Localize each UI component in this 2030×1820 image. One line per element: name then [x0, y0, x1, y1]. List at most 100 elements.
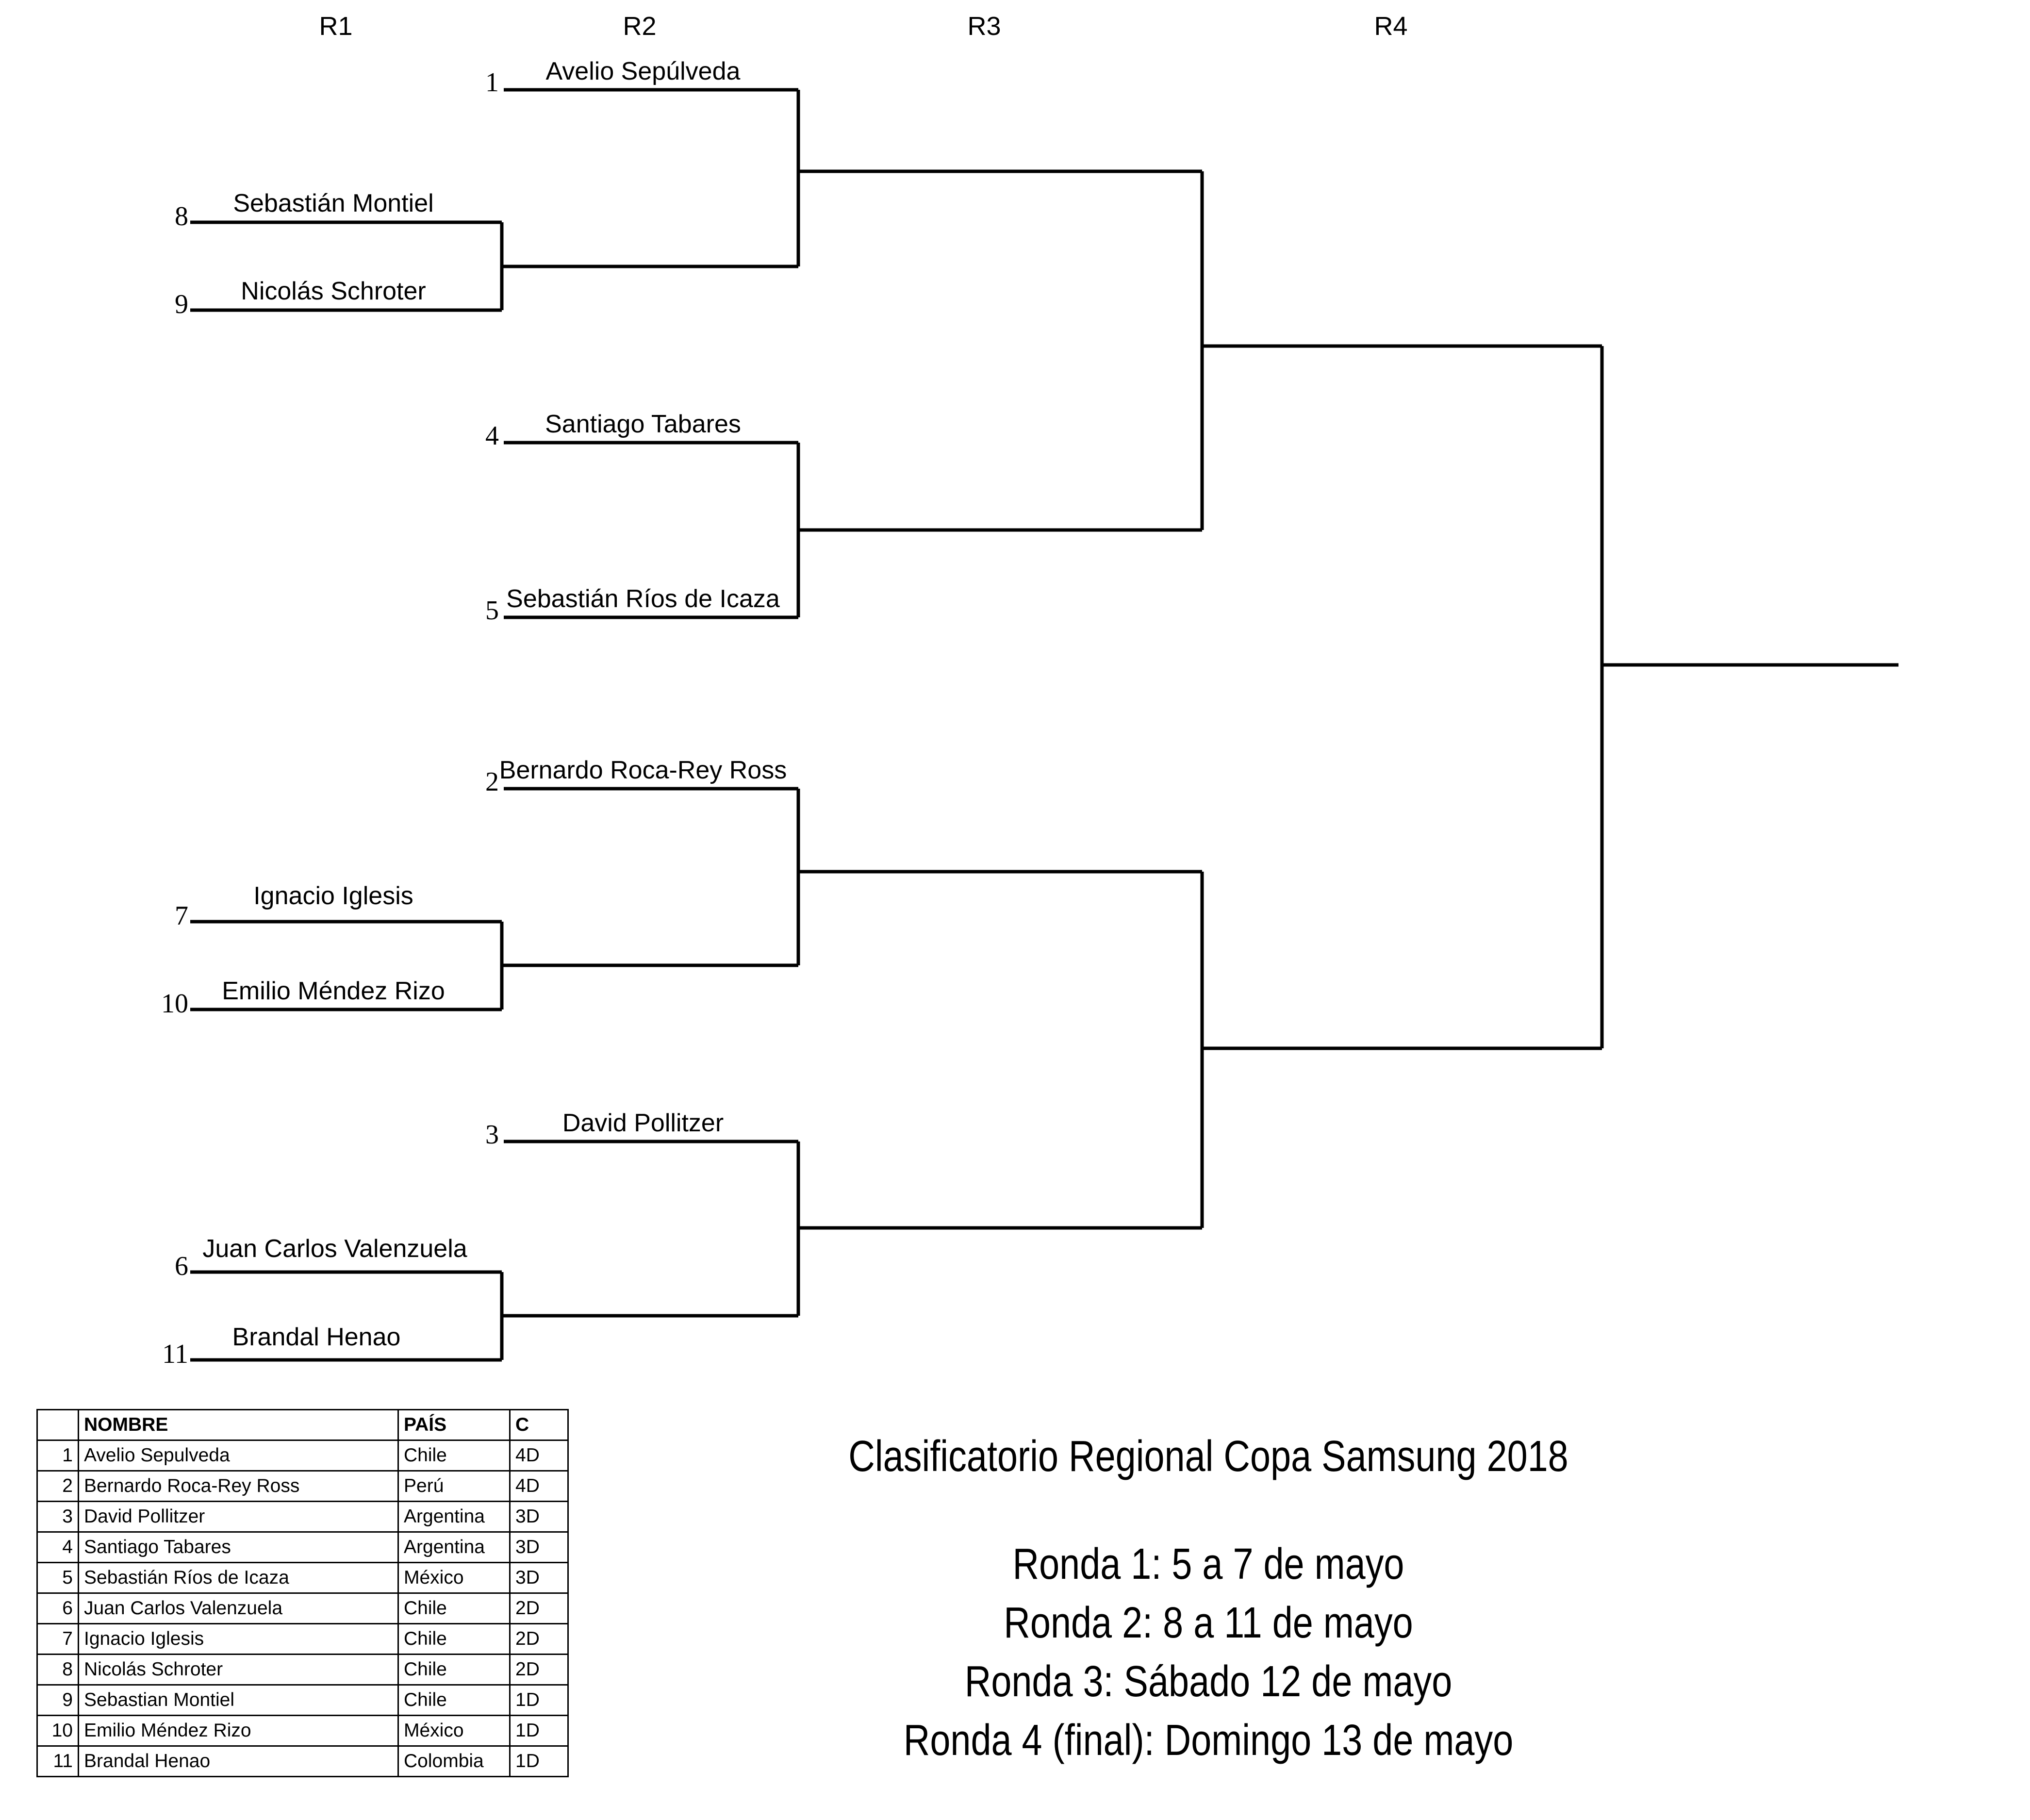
- country-cell: Chile: [397, 1654, 511, 1686]
- seed-cell: 7: [36, 1623, 79, 1655]
- table-row: 7 Ignacio Iglesis Chile 2D: [36, 1623, 569, 1655]
- name-cell: Sebastian Montiel: [78, 1684, 399, 1716]
- country-cell: México: [397, 1715, 511, 1747]
- name-cell: Bernardo Roca-Rey Ross: [78, 1470, 399, 1502]
- seed-cell: 4: [36, 1531, 79, 1563]
- bracket-connector-r2-c: [796, 789, 1202, 965]
- round-label-r2: R2: [623, 12, 656, 41]
- name-cell: Juan Carlos Valenzuela: [78, 1592, 399, 1624]
- seed-number: 8: [175, 201, 188, 232]
- round-label-r3: R3: [967, 12, 1001, 41]
- name-cell: Brandal Henao: [78, 1745, 399, 1777]
- player-name: Bernardo Roca-Rey Ross: [499, 756, 787, 784]
- table-row: 9 Sebastian Montiel Chile 1D: [36, 1684, 569, 1716]
- tournament-info: Clasificatorio Regional Copa Samsung 201…: [757, 1432, 1660, 1770]
- category-cell: 2D: [509, 1654, 569, 1686]
- category-cell: 3D: [509, 1562, 569, 1594]
- seed-number: 10: [161, 989, 188, 1019]
- name-cell: Nicolás Schroter: [78, 1654, 399, 1686]
- seed-table: NOMBRE PAÍS C 1 Avelio Sepulveda Chile 4…: [36, 1409, 569, 1777]
- table-header-cell: NOMBRE: [78, 1409, 399, 1441]
- seed-number: 9: [175, 289, 188, 319]
- table-row: 4 Santiago Tabares Argentina 3D: [36, 1531, 569, 1563]
- name-cell: Santiago Tabares: [78, 1531, 399, 1563]
- seed-number: 2: [485, 767, 499, 797]
- player-name: David Pollitzer: [562, 1109, 724, 1137]
- category-cell: 1D: [509, 1684, 569, 1716]
- player-name: Nicolás Schroter: [241, 277, 426, 305]
- round-schedule: Ronda 1: 5 a 7 de mayo Ronda 2: 8 a 11 d…: [757, 1535, 1660, 1770]
- player-name: Ignacio Iglesis: [253, 882, 413, 910]
- player-name: Avelio Sepúlveda: [546, 57, 741, 85]
- player-name: Brandal Henao: [232, 1323, 401, 1351]
- player-name: Emilio Méndez Rizo: [222, 977, 445, 1005]
- seed-cell: 8: [36, 1654, 79, 1686]
- seed-cell: 6: [36, 1592, 79, 1624]
- seed-number: 4: [485, 421, 499, 451]
- category-cell: 2D: [509, 1592, 569, 1624]
- bracket-connector-r1-b: [500, 922, 798, 1009]
- player-name: Juan Carlos Valenzuela: [202, 1235, 467, 1263]
- schedule-line-round-1: Ronda 1: 5 a 7 de mayo: [1012, 1540, 1404, 1588]
- category-cell: 4D: [509, 1439, 569, 1472]
- seed-cell: 3: [36, 1501, 79, 1533]
- player-name: Sebastián Montiel: [233, 189, 433, 217]
- schedule-line-round-2: Ronda 2: 8 a 11 de mayo: [1004, 1599, 1413, 1647]
- schedule-line-round-4: Ronda 4 (final): Domingo 13 de mayo: [903, 1716, 1514, 1765]
- country-cell: Chile: [397, 1684, 511, 1716]
- name-cell: Ignacio Iglesis: [78, 1623, 399, 1655]
- country-cell: Chile: [397, 1623, 511, 1655]
- seed-cell: 5: [36, 1562, 79, 1594]
- round-label-r1: R1: [319, 12, 352, 41]
- table-header-row: NOMBRE PAÍS C: [36, 1409, 569, 1441]
- category-cell: 1D: [509, 1715, 569, 1747]
- category-cell: 3D: [509, 1531, 569, 1563]
- table-header-cell: [36, 1409, 79, 1441]
- bracket-connector-r2-d: [796, 1142, 1202, 1316]
- name-cell: Sebastián Ríos de Icaza: [78, 1562, 399, 1594]
- table-header-cell: C: [509, 1409, 569, 1441]
- category-cell: 1D: [509, 1745, 569, 1777]
- table-row: 11 Brandal Henao Colombia 1D: [36, 1745, 569, 1777]
- bracket-connector-r1-a: [500, 222, 798, 310]
- player-name: Santiago Tabares: [545, 410, 741, 438]
- country-cell: Colombia: [397, 1745, 511, 1777]
- table-row: 1 Avelio Sepulveda Chile 4D: [36, 1439, 569, 1472]
- category-cell: 4D: [509, 1470, 569, 1502]
- seed-number: 1: [485, 67, 499, 98]
- country-cell: Perú: [397, 1470, 511, 1502]
- name-cell: Emilio Méndez Rizo: [78, 1715, 399, 1747]
- name-cell: Avelio Sepulveda: [78, 1439, 399, 1472]
- table-row: 8 Nicolás Schroter Chile 2D: [36, 1654, 569, 1686]
- country-cell: Argentina: [397, 1501, 511, 1533]
- table-header-cell: PAÍS: [397, 1409, 511, 1441]
- seed-number: 6: [175, 1251, 188, 1281]
- table-row: 3 David Pollitzer Argentina 3D: [36, 1501, 569, 1533]
- tournament-title: Clasificatorio Regional Copa Samsung 201…: [848, 1432, 1568, 1481]
- seed-number: 5: [485, 596, 499, 626]
- name-cell: David Pollitzer: [78, 1501, 399, 1533]
- seed-number: 11: [162, 1339, 188, 1369]
- seed-number: 3: [485, 1120, 499, 1150]
- country-cell: México: [397, 1562, 511, 1594]
- seed-cell: 11: [36, 1745, 79, 1777]
- country-cell: Argentina: [397, 1531, 511, 1563]
- seed-cell: 2: [36, 1470, 79, 1502]
- bracket-connector-r3-a: [1200, 171, 1602, 530]
- seed-cell: 9: [36, 1684, 79, 1716]
- country-cell: Chile: [397, 1592, 511, 1624]
- category-cell: 2D: [509, 1623, 569, 1655]
- category-cell: 3D: [509, 1501, 569, 1533]
- table-row: 2 Bernardo Roca-Rey Ross Perú 4D: [36, 1470, 569, 1502]
- bracket-connector-final: [1600, 346, 1898, 1048]
- bracket-connector-r1-c: [500, 1272, 798, 1360]
- seed-number: 7: [175, 901, 188, 931]
- country-cell: Chile: [397, 1439, 511, 1472]
- schedule-line-round-3: Ronda 3: Sábado 12 de mayo: [964, 1657, 1452, 1706]
- table-row: 5 Sebastián Ríos de Icaza México 3D: [36, 1562, 569, 1594]
- bracket-connector-r2-b: [796, 443, 1202, 617]
- player-name: Sebastián Ríos de Icaza: [506, 585, 780, 613]
- seed-cell: 1: [36, 1439, 79, 1472]
- table-row: 6 Juan Carlos Valenzuela Chile 2D: [36, 1592, 569, 1624]
